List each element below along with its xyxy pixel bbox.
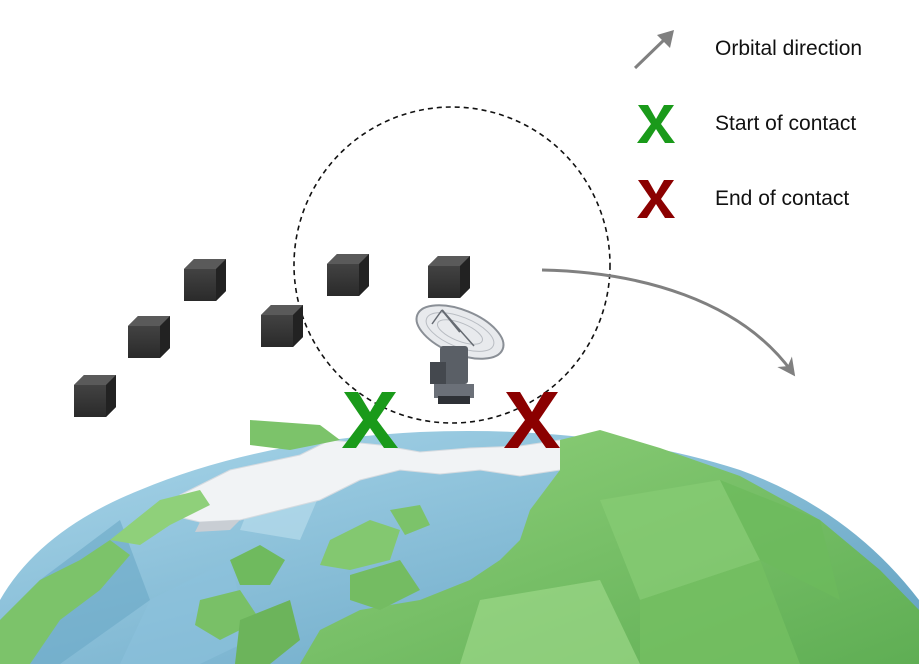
legend-item-end-of-contact: End of contact bbox=[630, 176, 910, 222]
satellite-cube-3 bbox=[184, 259, 226, 301]
legend-item-start-of-contact: Start of contact bbox=[630, 101, 910, 147]
coverage-circle bbox=[293, 106, 611, 424]
end-contact-marker bbox=[504, 392, 560, 448]
satellite-cube-4 bbox=[261, 305, 303, 347]
x-mark-icon bbox=[637, 105, 675, 143]
satellite-dish-icon bbox=[415, 304, 505, 404]
legend-label-orbital-direction: Orbital direction bbox=[715, 37, 863, 60]
legend-item-orbital-direction: Orbital direction bbox=[630, 26, 910, 72]
satellite-cube-5 bbox=[327, 254, 369, 296]
satellite-cube-6 bbox=[428, 256, 470, 298]
start-contact-marker bbox=[342, 392, 398, 448]
satellite-cube-2 bbox=[128, 316, 170, 358]
legend-label-start-of-contact: Start of contact bbox=[715, 112, 857, 135]
satellite-cube-1 bbox=[74, 375, 116, 417]
arrow-up-right-icon bbox=[633, 30, 674, 70]
orbit-arrow bbox=[541, 268, 796, 377]
earth bbox=[0, 420, 919, 664]
x-mark-icon bbox=[637, 180, 675, 218]
legend-label-end-of-contact: End of contact bbox=[715, 187, 850, 210]
